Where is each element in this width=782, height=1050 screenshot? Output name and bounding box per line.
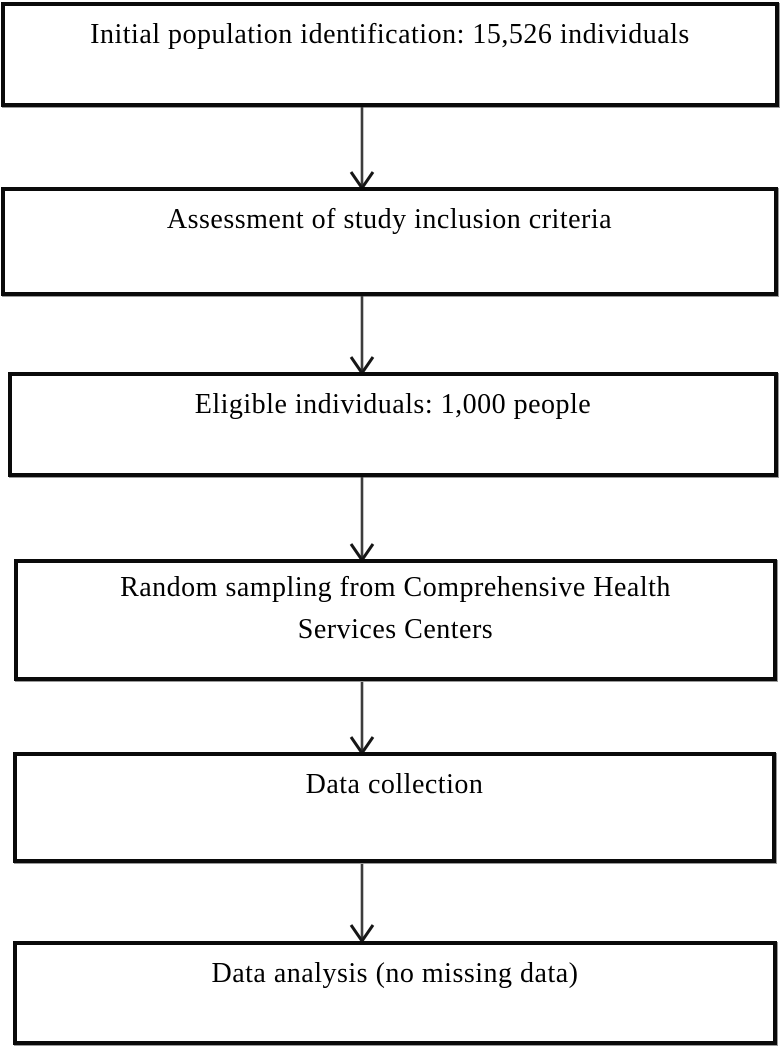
arrow-down-icon xyxy=(349,477,375,561)
flow-box-inclusion-criteria: Assessment of study inclusion criteria xyxy=(1,187,778,296)
arrow-down-icon xyxy=(349,682,375,754)
flow-box-random-sampling: Random sampling from Comprehensive Healt… xyxy=(14,559,777,681)
arrow-down-icon xyxy=(349,107,375,189)
flow-box-data-analysis: Data analysis (no missing data) xyxy=(13,941,777,1045)
flow-box-initial-population: Initial population identification: 15,52… xyxy=(1,2,779,107)
flow-box-eligible-individuals: Eligible individuals: 1,000 people xyxy=(8,372,778,477)
arrow-down-icon xyxy=(349,864,375,942)
arrow-down-icon xyxy=(349,296,375,374)
flow-box-data-collection: Data collection xyxy=(13,752,776,863)
